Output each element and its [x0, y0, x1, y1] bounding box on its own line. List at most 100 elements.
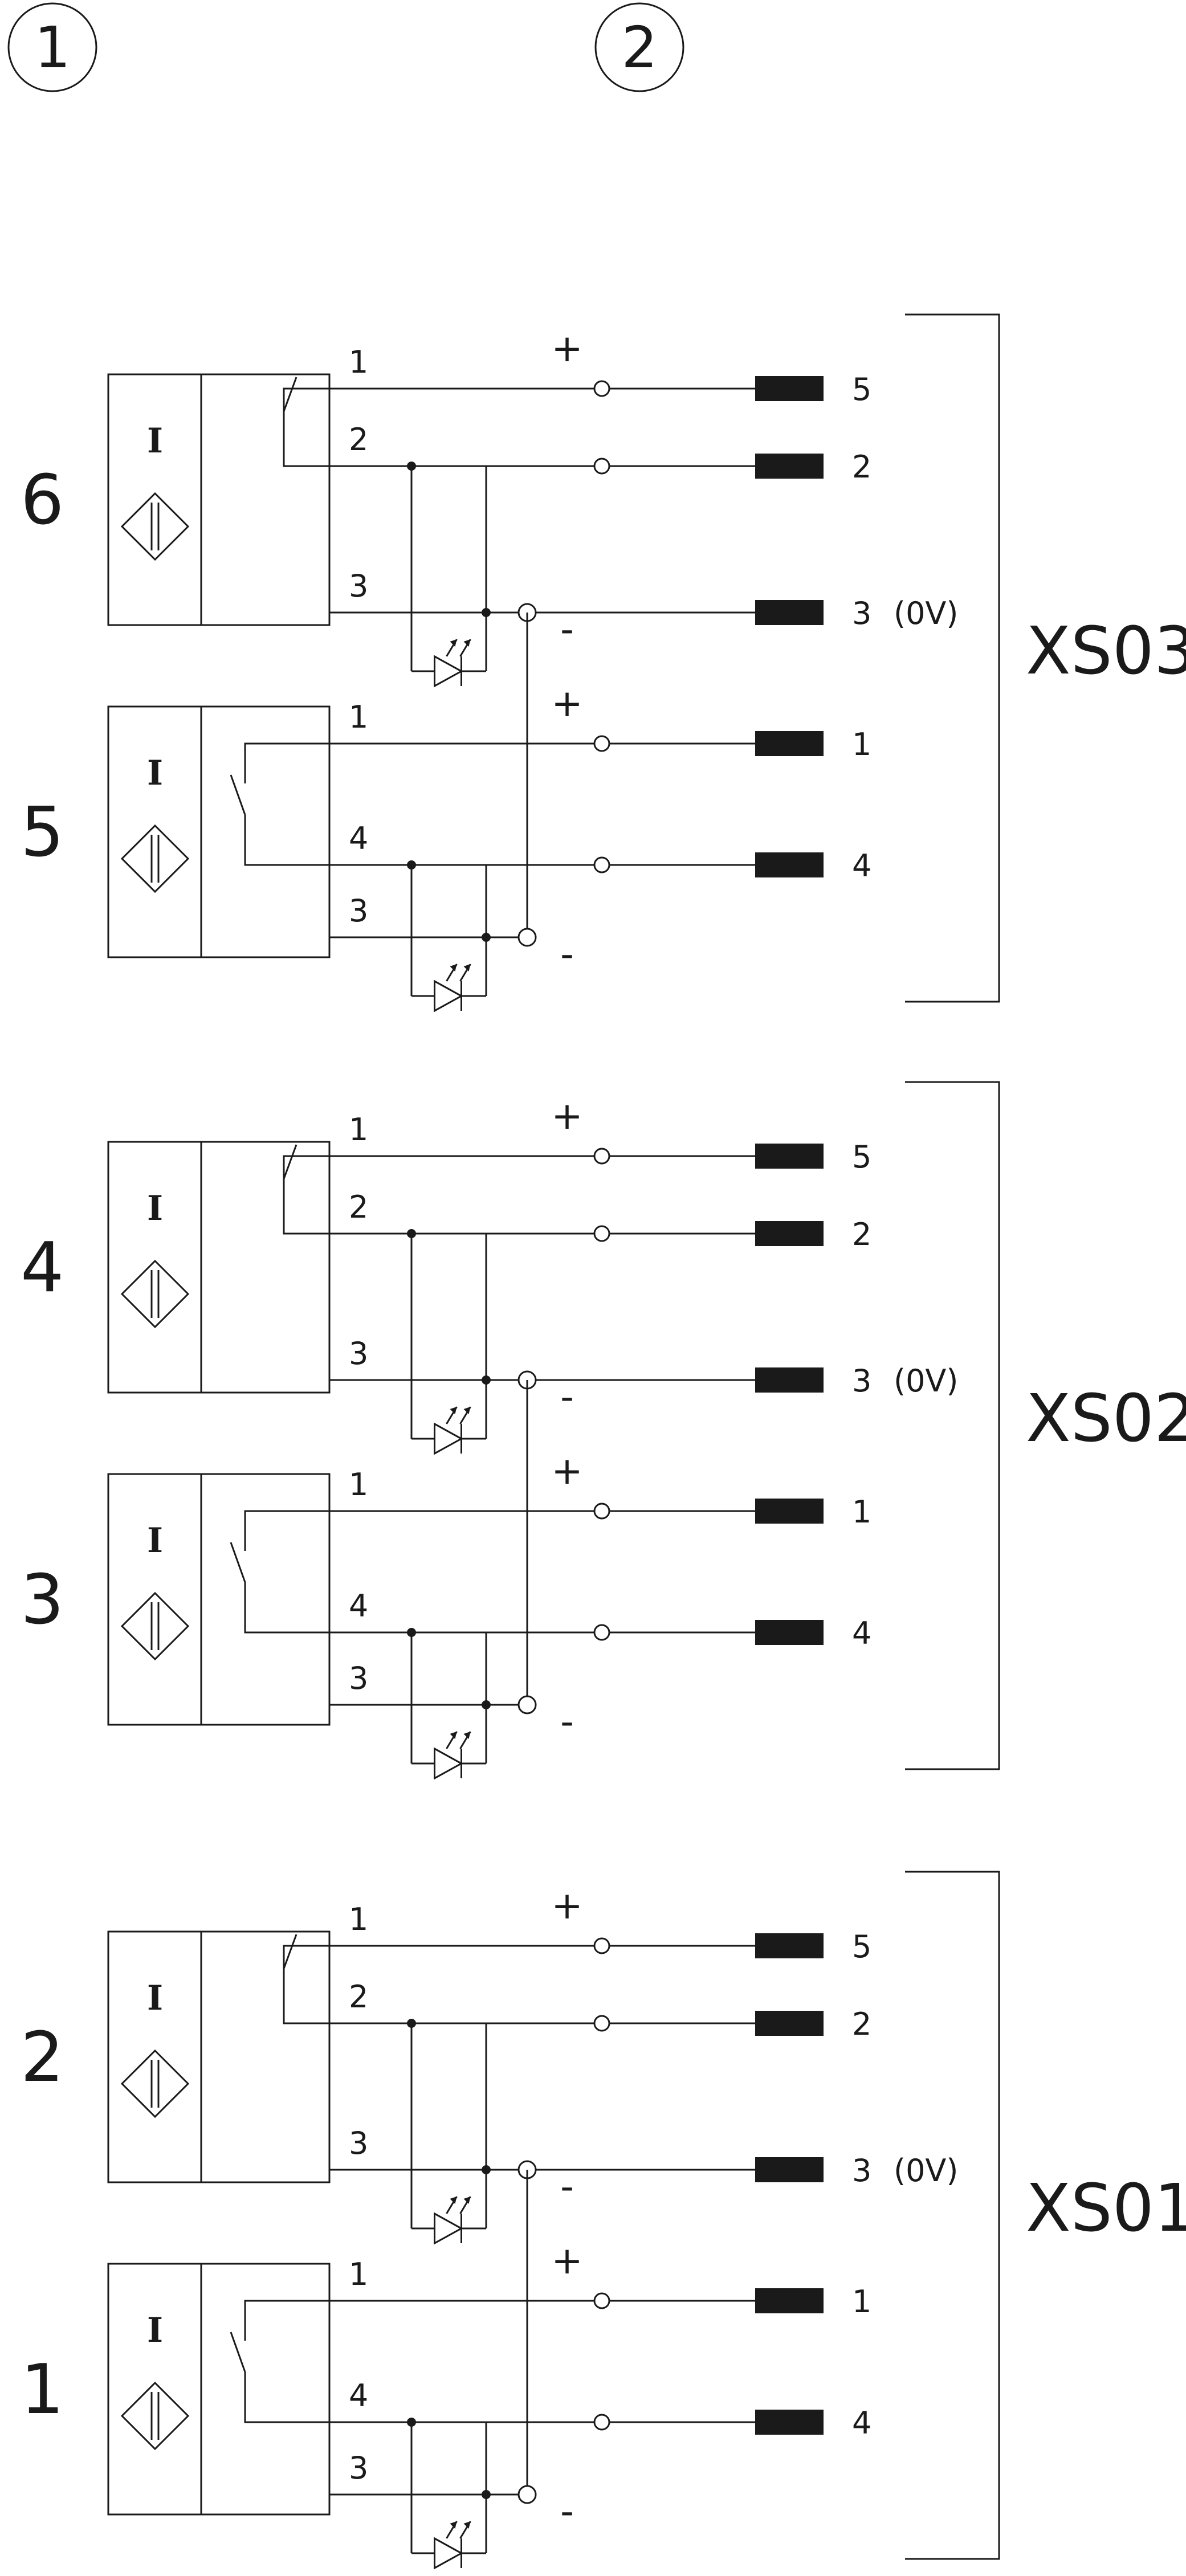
sensor-6-pin-3 [755, 600, 824, 625]
sensor-3-contact-blade [230, 1542, 246, 1583]
sensor-5-wire-number-1: 1 [349, 699, 368, 735]
sensor-6-led-arrowhead-0 [450, 639, 457, 647]
sensor-4-terminal-plus [593, 1148, 610, 1165]
sensor-6-housing [107, 373, 331, 626]
sensor-1-minus-sign: - [560, 2489, 574, 2533]
sensor-1-pin-1 [755, 2288, 824, 2313]
sensor-5-ground-terminal [517, 928, 537, 947]
sensor-3-led-arrowhead-1 [463, 1732, 471, 1739]
sensor-1-icon-glyph: I [147, 2310, 163, 2350]
sensor-6-wire-number-1: 1 [349, 344, 368, 380]
sensor-6-proximity-icon [120, 492, 190, 561]
sensor-6-pin-1 [755, 376, 824, 401]
sensor-2-led-arrowhead-1 [463, 2197, 471, 2204]
sensor-4-pin-number-1: 5 [852, 1139, 871, 1175]
sensor-3-pin-2 [755, 1620, 824, 1645]
sensor-4-led-triangle [434, 1422, 463, 1455]
sensor-5-terminal-signal [593, 856, 610, 873]
connector-label: XS01 [1026, 2170, 1186, 2247]
sensor-5-pin-number-1: 1 [852, 726, 871, 762]
sensor-4-proximity-icon [120, 1259, 190, 1329]
sensor-2-pin-number-2: 2 [852, 2006, 871, 2042]
column-marker-1-label: 1 [34, 14, 71, 81]
sensor-5-icon-glyph: I [147, 753, 163, 793]
sensor-2-terminal-signal [593, 2015, 610, 2032]
sensor-2-pin-2 [755, 2011, 824, 2036]
sensor-5-pin-1 [755, 731, 824, 756]
sensor-3-minus-sign: - [560, 1700, 574, 1744]
sensor-5-led-arrowhead-0 [450, 964, 457, 971]
sensor-1-contact-lower [244, 2372, 329, 2423]
sensor-2-led-arrowhead-0 [450, 2197, 457, 2204]
connector-label: XS03 [1026, 613, 1186, 689]
sensor-5-terminal-plus [593, 735, 610, 752]
sensor-6-terminal-plus [593, 380, 610, 397]
sensor-6-led-triangle [434, 655, 463, 688]
sensor-1-number-label: 1 [21, 2350, 64, 2430]
sensor-1-proximity-icon [120, 2381, 190, 2451]
sensor-2-wire-number-3: 3 [349, 2125, 368, 2161]
sensor-5-wire-number-3: 3 [349, 893, 368, 929]
sensor-2-ground-note: (0V) [894, 2153, 958, 2189]
sensor-3-contact-lower [244, 1582, 329, 1634]
sensor-2-pin-number-1: 5 [852, 1929, 871, 1965]
sensor-2-led-triangle [434, 2212, 463, 2245]
sensor-2-minus-sign: - [560, 2165, 574, 2208]
sensor-3-pin-number-2: 4 [852, 1615, 871, 1651]
sensor-1-pin-2 [755, 2410, 824, 2435]
sensor-2-pin-1 [755, 1933, 824, 1958]
sensor-1-wire-number-3: 3 [349, 2450, 368, 2486]
sensor-3-number-label: 3 [21, 1561, 64, 1640]
sensor-5-pin-number-2: 4 [852, 848, 871, 884]
sensor-1-led-arrowhead-1 [463, 2521, 471, 2529]
sensor-1-contact-blade [230, 2332, 246, 2373]
sensor-2-housing [107, 1930, 331, 2183]
sensor-4-ground-note: (0V) [894, 1363, 958, 1399]
sensor-3-pin-1 [755, 1499, 824, 1524]
sensor-5-contact-blade [230, 774, 246, 815]
sensor-5-contact-upper [244, 742, 329, 783]
sensor-4-contact-lower [283, 1179, 329, 1235]
sensor-6-pin-number-3: 3 [852, 595, 871, 631]
sensor-2-wire-number-2: 2 [349, 1979, 368, 2015]
connector-bracket [905, 1081, 1000, 1770]
sensor-6-pin-number-2: 2 [852, 449, 871, 485]
sensor-1-wire-number-2: 4 [349, 2378, 368, 2414]
sensor-3-terminal-signal [593, 1624, 610, 1641]
sensor-4-number-label: 4 [21, 1228, 64, 1308]
sensor-1-ground-terminal [517, 2485, 537, 2504]
sensor-3-led-triangle [434, 1747, 463, 1780]
sensor-3-wire-number-2: 4 [349, 1588, 368, 1624]
sensor-6-pin-number-1: 5 [852, 372, 871, 407]
sensor-6-wire-number-3: 3 [349, 568, 368, 604]
sensor-3-pin-number-1: 1 [852, 1494, 871, 1530]
sensor-3-proximity-icon [120, 1591, 190, 1661]
sensor-6-led-arrowhead-1 [463, 639, 471, 647]
sensor-3-icon-glyph: I [147, 1521, 163, 1561]
sensor-3-contact-upper [244, 1510, 329, 1551]
sensor-2-plus-sign: + [551, 1884, 582, 1928]
sensor-3-wire-number-1: 1 [349, 1467, 368, 1503]
sensor-3-ground-terminal [517, 1695, 537, 1714]
sensor-6-contact-lower [283, 411, 329, 467]
sensor-6-plus-sign: + [551, 326, 582, 370]
column-markers: 1 2 [7, 2, 684, 92]
sensor-3-led-arrowhead-0 [450, 1732, 457, 1739]
connector-bracket [905, 313, 1000, 1003]
sensor-1-terminal-plus [593, 2292, 610, 2309]
sensor-5-minus-sign: - [560, 932, 574, 976]
connector-bracket [905, 1871, 1000, 2560]
sensor-2-pin-number-3: 3 [852, 2153, 871, 2189]
sensor-2-icon-glyph: I [147, 1978, 163, 2018]
sensor-5-number-label: 5 [21, 793, 64, 872]
sensor-4-pin-number-2: 2 [852, 1216, 871, 1252]
sensor-3-terminal-plus [593, 1503, 610, 1520]
sensor-1-led-arrowhead-0 [450, 2521, 457, 2529]
column-marker-2-label: 2 [621, 14, 658, 81]
